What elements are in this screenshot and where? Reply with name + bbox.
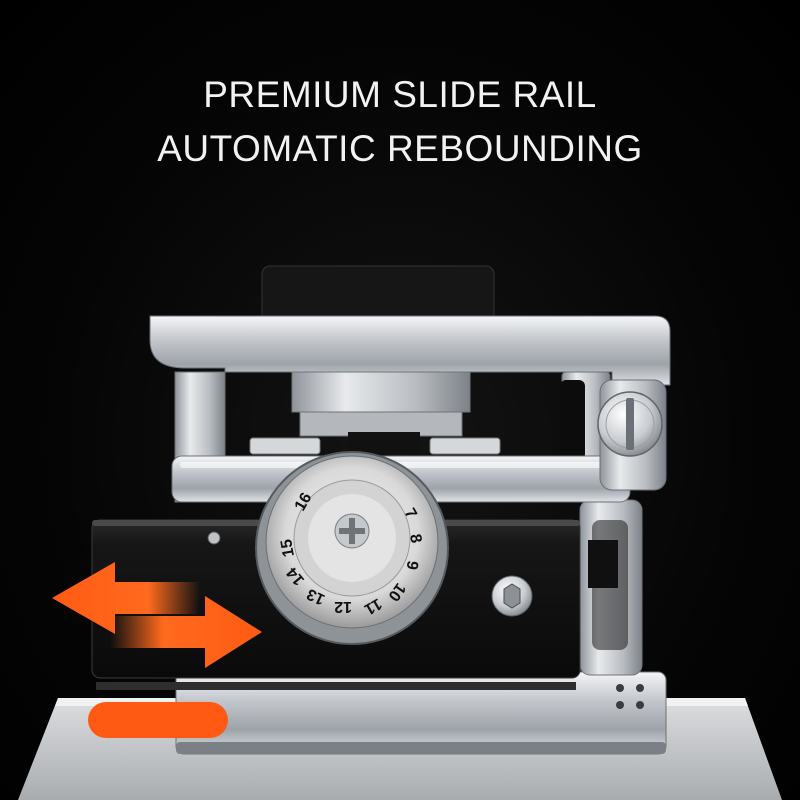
blade-carriage [249, 371, 501, 455]
arrow-left-icon [52, 562, 200, 634]
screw-icon [207, 531, 221, 545]
dial-number: 12 [334, 598, 352, 615]
indicator-bar [88, 702, 228, 738]
side-frame [579, 499, 643, 676]
dial-number: 9 [402, 559, 420, 571]
blade-dial: 16 7 8 9 10 11 12 13 14 15 [255, 451, 449, 645]
dial-number: 15 [278, 538, 298, 559]
dial-number: 8 [406, 533, 424, 545]
dial-number: 16 [292, 490, 316, 514]
slotted-knob-icon [597, 379, 667, 491]
dial-number: 13 [304, 585, 327, 608]
arrow-right-icon [110, 596, 262, 668]
dial-number: 11 [361, 595, 384, 618]
hex-bolt-icon [491, 575, 533, 617]
phillips-screw-icon [334, 513, 370, 549]
headline-line-1: PREMIUM SLIDE RAIL [203, 74, 597, 115]
headline-line-2: AUTOMATIC REBOUNDING [157, 128, 643, 169]
